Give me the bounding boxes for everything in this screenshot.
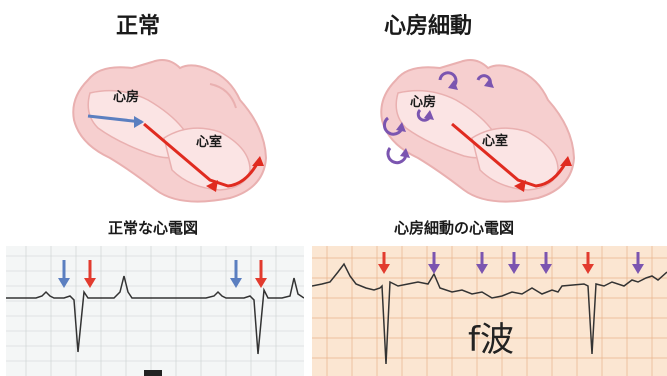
normal-title: 正常 <box>116 8 160 40</box>
f-wave-label: f波 <box>468 312 514 361</box>
af-atrium-label: 心房 <box>410 91 436 110</box>
af-title: 心房細動 <box>384 8 472 40</box>
af-heart-diagram <box>368 58 593 208</box>
normal-heart-shape <box>73 60 266 202</box>
af-heart-shape <box>381 60 574 202</box>
af-ecg-caption: 心房細動の心電図 <box>394 217 514 238</box>
normal-ventricle-label: 心室 <box>196 131 222 150</box>
normal-heart-diagram <box>60 58 285 208</box>
af-ventricle-label: 心室 <box>482 130 508 149</box>
normal-atrium-label: 心房 <box>113 86 139 105</box>
normal-ecg-caption: 正常な心電図 <box>108 217 198 238</box>
normal-ecg-strip <box>6 246 304 376</box>
